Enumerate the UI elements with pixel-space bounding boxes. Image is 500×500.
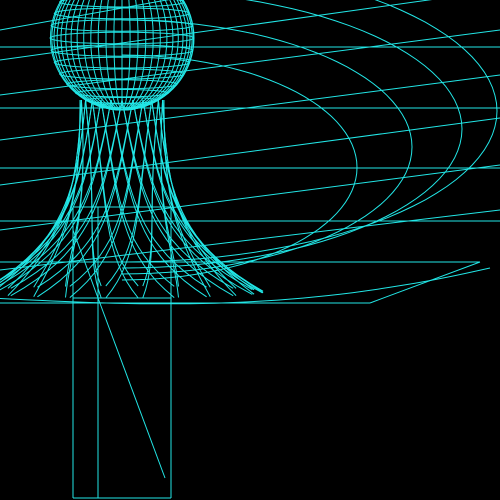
- stem-mesh: [0, 99, 264, 299]
- box-mesh: [72, 206, 172, 499]
- base-disc-mesh: [0, 0, 498, 305]
- sphere-mesh: [49, 0, 195, 111]
